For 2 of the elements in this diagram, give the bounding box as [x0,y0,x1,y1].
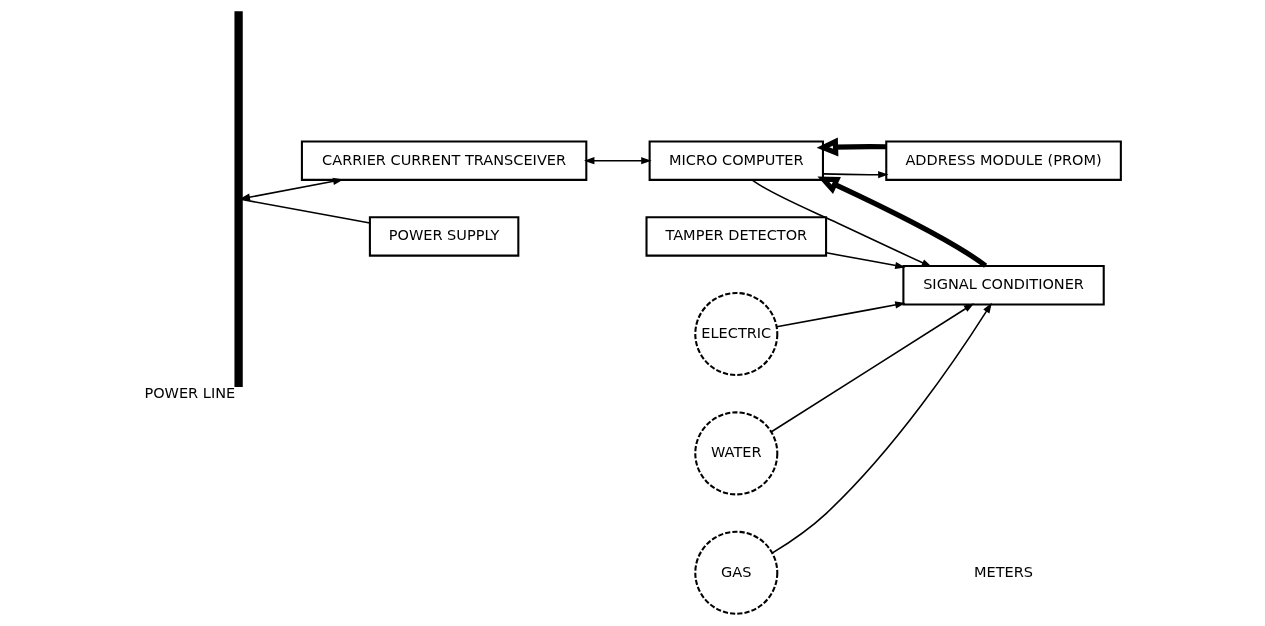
node-label: POWER LINE [144,384,236,401]
label: METERS [974,563,1034,580]
